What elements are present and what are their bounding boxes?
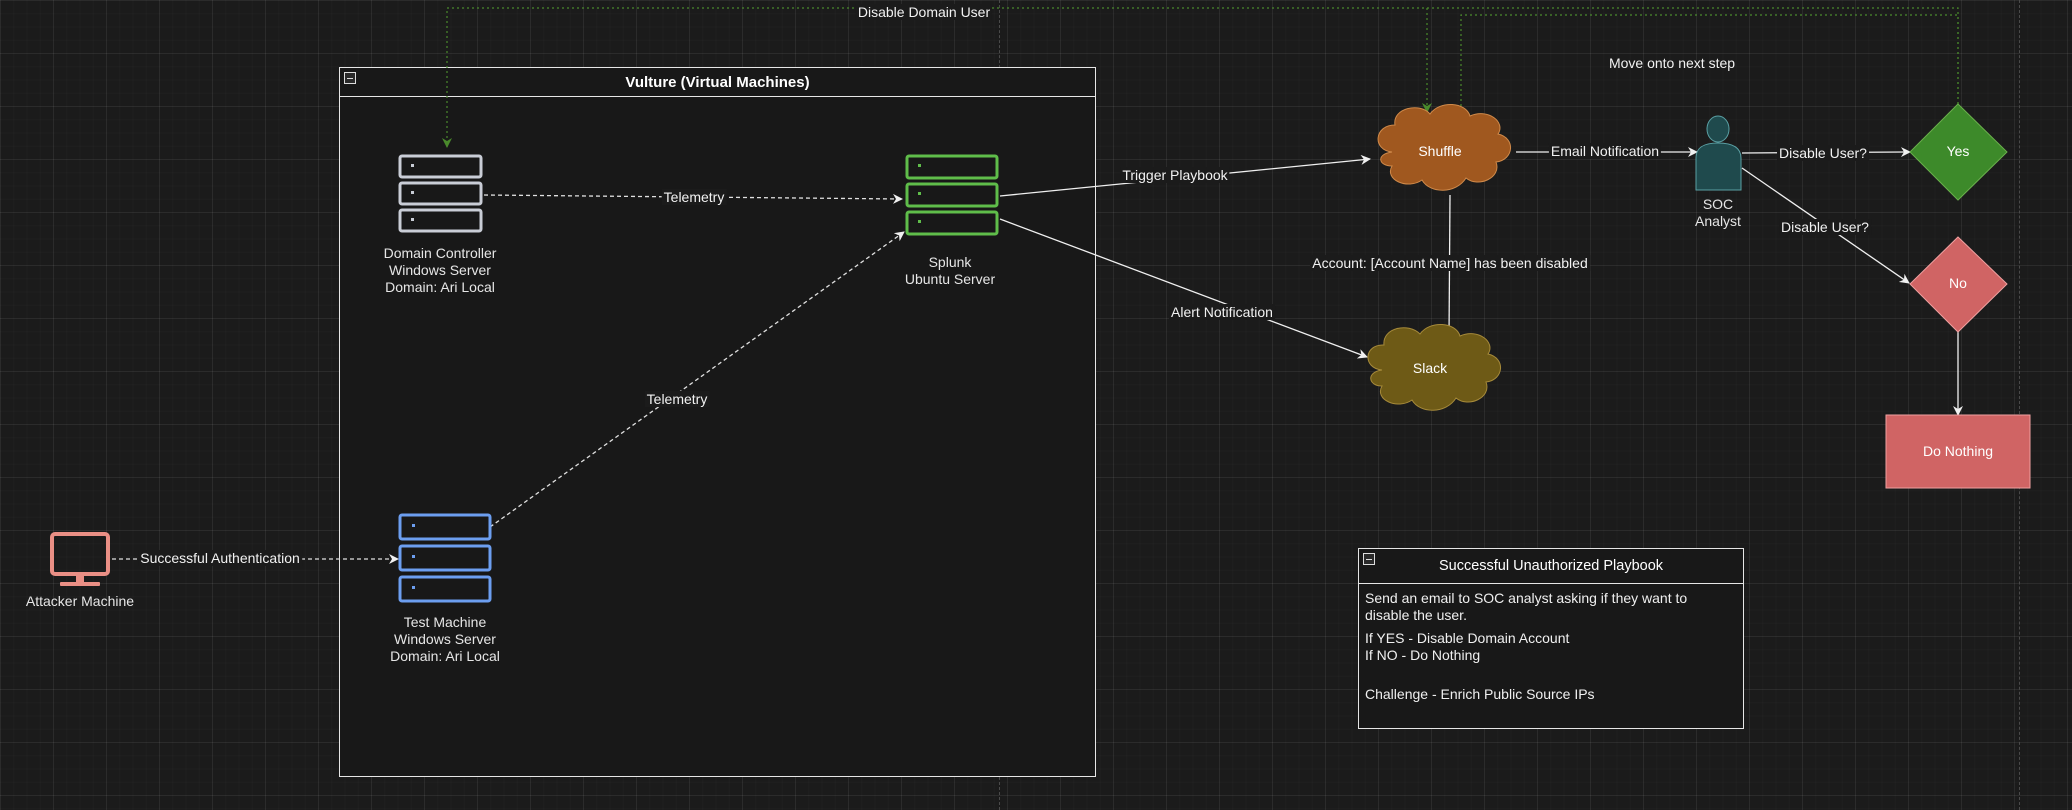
edge-label-successful-auth: Successful Authentication <box>138 550 302 566</box>
page-boundary-line <box>2019 0 2020 810</box>
slack-label: Slack <box>1412 360 1448 376</box>
slack-node[interactable] <box>1367 324 1501 411</box>
do-nothing-node[interactable] <box>1885 414 2031 489</box>
edge-label-alert-notification: Alert Notification <box>1169 304 1275 320</box>
no-node[interactable] <box>1909 236 2008 333</box>
edge-label-trigger-playbook: Trigger Playbook <box>1120 167 1230 183</box>
playbook-line-1: Send an email to SOC analyst asking if t… <box>1365 590 1688 623</box>
splunk-label: Splunk Ubuntu Server <box>904 254 996 287</box>
test-machine-label: Test Machine Windows Server Domain: Ari … <box>390 614 500 664</box>
edge-label-telemetry-test: Telemetry <box>644 391 710 407</box>
edge-label-disable-user-2: Disable User? <box>1779 219 1871 235</box>
soc-analyst-icon[interactable] <box>1695 115 1742 191</box>
edge-label-move-next-step: Move onto next step <box>1608 55 1736 71</box>
domain-controller-label: Domain Controller Windows Server Domain:… <box>383 245 497 295</box>
playbook-title: Successful Unauthorized Playbook <box>1438 558 1664 574</box>
splunk-server-icon[interactable] <box>905 154 999 236</box>
shuffle-node[interactable] <box>1377 104 1511 191</box>
playbook-line-2: If YES - Disable Domain Account If NO - … <box>1365 630 1570 663</box>
playbook-line-3: Challenge - Enrich Public Source IPs <box>1365 686 1595 702</box>
edge-label-email-notification: Email Notification <box>1548 143 1662 159</box>
playbook-container[interactable]: Successful Unauthorized Playbook Send an… <box>1358 548 1744 729</box>
playbook-container-header[interactable]: Successful Unauthorized Playbook <box>1359 549 1743 584</box>
playbook-body: Send an email to SOC analyst asking if t… <box>1359 584 1743 715</box>
collapse-icon[interactable] <box>344 72 356 84</box>
vulture-container-header[interactable]: Vulture (Virtual Machines) <box>340 68 1095 97</box>
yes-label: Yes <box>1946 143 1970 159</box>
test-machine-icon[interactable] <box>398 513 492 603</box>
vulture-container[interactable]: Vulture (Virtual Machines) <box>339 67 1096 777</box>
edge-label-account-disabled: Account: [Account Name] has been disable… <box>1310 255 1590 271</box>
no-label: No <box>1949 275 1967 291</box>
edge-label-disable-user-1: Disable User? <box>1777 145 1869 161</box>
yes-node[interactable] <box>1909 103 2008 201</box>
attacker-label: Attacker Machine <box>25 593 135 609</box>
shuffle-label: Shuffle <box>1418 143 1462 159</box>
edge-disable-domain-user[interactable] <box>442 7 1959 148</box>
attacker-monitor-icon[interactable] <box>50 532 110 586</box>
edge-label-telemetry-dc: Telemetry <box>661 189 727 205</box>
collapse-icon[interactable] <box>1363 553 1375 565</box>
soc-analyst-label: SOC Analyst <box>1695 196 1741 229</box>
edge-telemetry-test[interactable] <box>489 231 905 528</box>
domain-controller-icon[interactable] <box>398 154 483 233</box>
vulture-container-title: Vulture (Virtual Machines) <box>625 73 810 91</box>
edge-label-disable-domain-user: Disable Domain User <box>855 4 993 20</box>
edge-alert-notification[interactable] <box>999 218 1368 359</box>
do-nothing-label: Do Nothing <box>1922 443 1994 459</box>
